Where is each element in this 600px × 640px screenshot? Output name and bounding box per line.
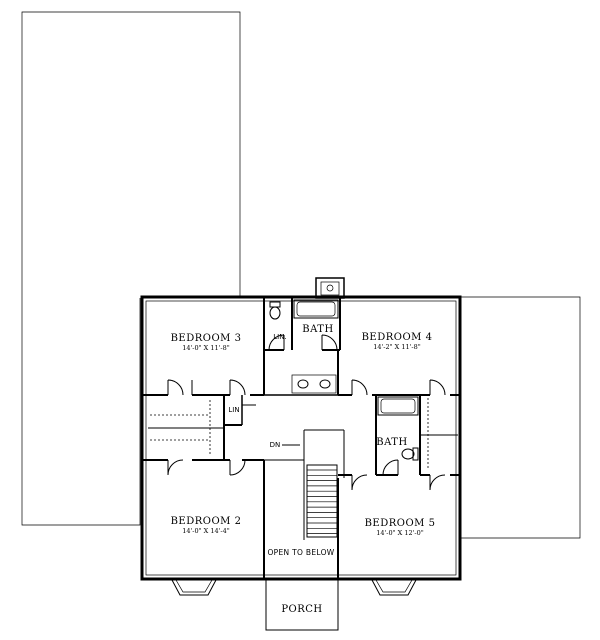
stair-down-label: DN <box>270 441 281 449</box>
linen-left-label: LIN <box>228 406 239 414</box>
stair-treads <box>306 464 338 538</box>
bay-window-right <box>371 579 417 596</box>
bedroom-4-dims: 14'-2" X 11'-8" <box>373 343 421 351</box>
interior-walls <box>142 297 460 579</box>
lower-roof-outlines <box>21 11 581 539</box>
bedroom-3-dims: 14'-0" X 11'-8" <box>182 344 230 352</box>
exterior-walls <box>140 295 462 581</box>
bedroom-2-dims: 14'-0" X 14'-4" <box>182 527 230 535</box>
bedroom-4-label: BEDROOM 4 <box>362 332 433 343</box>
toilet-icon-right <box>401 447 419 461</box>
chimney <box>315 277 345 299</box>
bath-right-label: BATH <box>376 437 407 448</box>
bathtub-right <box>377 396 419 416</box>
bedroom-5-label: BEDROOM 5 <box>365 518 436 529</box>
porch-outline <box>265 580 339 631</box>
bay-window-left <box>171 579 217 596</box>
doors <box>167 334 446 491</box>
toilet-icon-top <box>269 301 281 320</box>
bedroom-2-label: BEDROOM 2 <box>171 516 242 527</box>
bath-top-label: BATH <box>302 324 333 335</box>
open-to-below-label: OPEN TO BELOW <box>267 548 334 557</box>
porch-label: PORCH <box>281 604 322 615</box>
bedroom-3-label: BEDROOM 3 <box>171 333 242 344</box>
bedroom-5-dims: 14'-0" X 12'-0" <box>376 529 424 537</box>
linen-top-label: LIN. <box>273 333 286 341</box>
bathtub-top <box>293 299 339 319</box>
vanity-sinks <box>291 374 337 394</box>
